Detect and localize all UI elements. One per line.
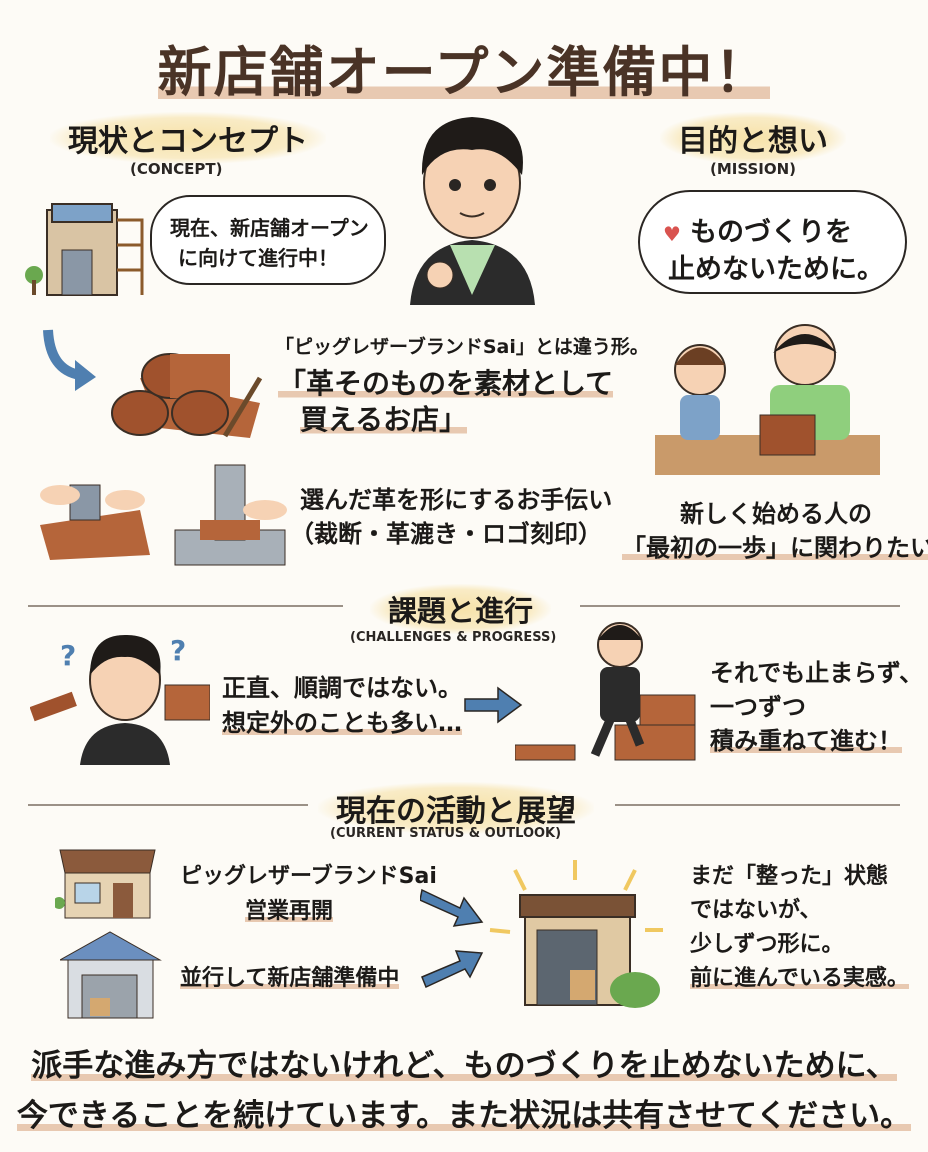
teaching-kids-illustration bbox=[655, 324, 880, 475]
closing-line-2: 今できることを続けています。また状況は共有させてください。 bbox=[16, 1098, 912, 1134]
leather-machine-illustration bbox=[174, 464, 287, 566]
presenter-character-illustration bbox=[410, 117, 535, 305]
wish-line-2: 「最初の一歩」に関わりたい bbox=[622, 528, 928, 563]
building-under-construction-illustration bbox=[25, 203, 144, 296]
thought-line-1: ものづくりを bbox=[690, 217, 852, 248]
concept-subheading: (CONCEPT) bbox=[130, 160, 223, 178]
warehouse-illustration bbox=[60, 931, 162, 1019]
wish-line-1: 新しく始める人の bbox=[680, 500, 872, 528]
closing-line-1: 派手な進み方ではないけれど、ものづくりを止めないために、 bbox=[31, 1048, 897, 1084]
challenges-subheading: (CHALLENGES & PROGRESS) bbox=[350, 630, 557, 645]
challenges-heading: 課題と進行 bbox=[370, 584, 552, 634]
parallel-text: 並行して新店舗準備中 bbox=[180, 966, 400, 991]
brand-line-2: 営業再開 bbox=[245, 899, 334, 924]
outlook-line-2: ではないが、 bbox=[690, 898, 822, 923]
speech-line-1: 現在、新店舗オープン bbox=[170, 216, 369, 240]
mission-heading: 目的と想い bbox=[660, 112, 846, 164]
support-line-1: 選んだ革を形にするお手伝い bbox=[300, 486, 613, 514]
difference-text: 「ピッグレザーブランドSai」とは違う形。 bbox=[275, 336, 649, 358]
problem-line-2: 想定外のことも多い… bbox=[222, 709, 462, 737]
speech-line-2: に向けて進行中！ bbox=[178, 246, 338, 270]
section-divider bbox=[615, 804, 900, 806]
concept-heading: 現状とコンセプト bbox=[50, 112, 326, 164]
arrow-up-right-icon bbox=[421, 950, 484, 989]
man-stacking-bricks-illustration bbox=[515, 622, 696, 761]
support-line-2: （裁断・革漉き・ロゴ刻印） bbox=[290, 520, 602, 548]
new-shop-shed-illustration bbox=[489, 860, 663, 1008]
heart-icon: ♥ bbox=[663, 222, 681, 246]
shop-idea-line-1: 「革そのものを素材として bbox=[278, 367, 614, 400]
section-divider bbox=[28, 804, 308, 806]
shop-illustration bbox=[55, 849, 156, 919]
shop-idea-line-2: 買えるお店」 bbox=[300, 403, 468, 436]
brand-line-1: ピッグレザーブランドSai bbox=[180, 864, 437, 889]
status-subheading: (CURRENT STATUS & OUTLOOK) bbox=[330, 826, 562, 841]
section-divider bbox=[28, 605, 343, 607]
progress-line-1: それでも止まらず、 bbox=[710, 659, 924, 687]
problem-line-1: 正直、順調ではない。 bbox=[222, 674, 462, 702]
cutting-leather-illustration bbox=[40, 484, 150, 560]
leather-rolls-illustration bbox=[111, 353, 263, 438]
thought-bubble bbox=[638, 190, 907, 294]
progress-line-2: 一つずつ bbox=[710, 693, 806, 721]
speech-bubble bbox=[150, 195, 386, 285]
svg-text:?: ? bbox=[60, 639, 76, 672]
progress-line-3: 積み重ねて進む！ bbox=[710, 727, 902, 755]
status-heading: 現在の活動と展望 bbox=[318, 782, 594, 834]
thought-line-2: 止めないために。 bbox=[668, 254, 884, 285]
outlook-line-4: 前に進んでいる実感。 bbox=[690, 966, 909, 991]
worried-man-illustration: ? ? bbox=[30, 634, 210, 765]
mission-subheading: (MISSION) bbox=[710, 160, 797, 178]
section-divider bbox=[580, 605, 900, 607]
curved-arrow-icon bbox=[43, 329, 96, 391]
svg-text:?: ? bbox=[170, 634, 186, 667]
arrow-down-right-icon bbox=[420, 888, 484, 927]
page-title: 新店舗オープン準備中！ bbox=[157, 41, 771, 104]
right-arrow-icon bbox=[464, 686, 523, 724]
outlook-line-3: 少しずつ形に。 bbox=[690, 932, 844, 957]
outlook-line-1: まだ「整った」状態 bbox=[690, 864, 889, 889]
